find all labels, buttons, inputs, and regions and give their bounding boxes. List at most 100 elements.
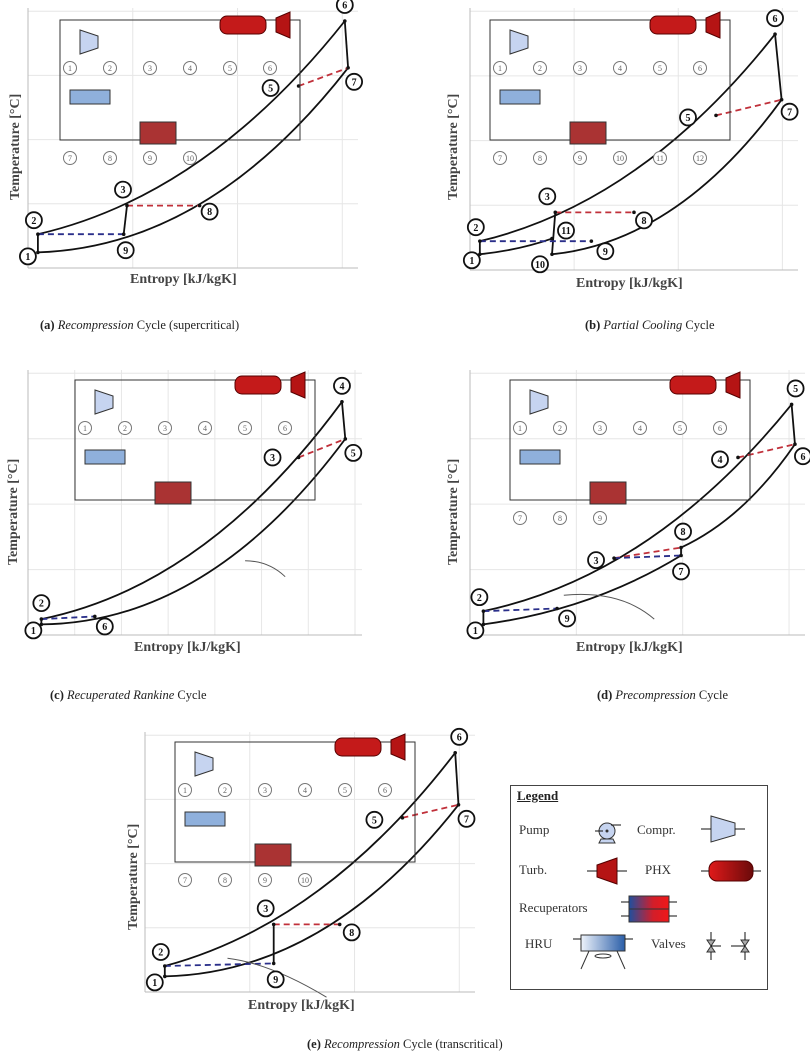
- state-point-label-6-circle: [766, 9, 784, 28]
- process-2-6: [479, 33, 776, 243]
- state-point-label-3-circle: [263, 448, 282, 467]
- state-point-label-9-circle: [558, 609, 577, 628]
- schematic-label-1-text: 1: [83, 424, 87, 433]
- state-point-label-10-circle: [531, 255, 549, 274]
- saturation-dome: [227, 957, 327, 998]
- state-point-label-8-text: 8: [207, 207, 212, 218]
- state-point-marker: [679, 545, 683, 550]
- schematic-label-5-circle: [338, 783, 352, 797]
- state-point-marker: [793, 442, 797, 446]
- schematic-label-9-text: 9: [598, 514, 602, 523]
- state-point-label-5-circle: [679, 108, 697, 127]
- caption-letter: (e): [307, 1037, 321, 1051]
- process-2-6: [164, 752, 456, 967]
- hru-icon: [69, 89, 111, 105]
- recuperator-icon: [254, 843, 292, 867]
- schematic-label-5-circle: [653, 61, 667, 75]
- process-2-4: [41, 401, 343, 620]
- state-point-label-4-text: 4: [339, 381, 344, 392]
- recuperator-icon: [589, 481, 627, 505]
- state-point-label-3-circle: [256, 899, 275, 918]
- schematic-label-6-text: 6: [283, 424, 287, 433]
- schematic-label-6-circle: [263, 61, 277, 75]
- schematic-label-6-text: 6: [268, 64, 272, 73]
- state-point-label-7-circle: [457, 809, 476, 828]
- schematic-label-7-circle: [493, 151, 507, 165]
- state-point-label-4-circle: [711, 450, 729, 469]
- schematic-label-5-circle: [223, 61, 237, 75]
- schematic-label-3-text: 3: [163, 424, 167, 433]
- state-point-label-7-circle: [345, 72, 364, 91]
- state-point-marker: [714, 113, 718, 118]
- schematic-label-6-text: 6: [718, 424, 722, 433]
- schematic-label-3-circle: [573, 61, 587, 75]
- state-point-marker: [125, 203, 129, 208]
- state-point-label-3-text: 3: [545, 192, 550, 203]
- saturation-dome: [563, 594, 655, 620]
- schematic-label-7-circle: [63, 151, 77, 165]
- schematic-label-5-circle: [673, 421, 687, 435]
- state-point-marker: [456, 803, 461, 807]
- schematic-label-9-text: 9: [263, 876, 267, 885]
- recuperation-3-7: [614, 554, 682, 560]
- schematic-label-2-circle: [533, 61, 547, 75]
- legend-label-valves: Valves: [651, 936, 686, 951]
- schematic-label-6-text: 6: [698, 64, 702, 73]
- turbine-icon: [725, 371, 741, 399]
- recuperation-5-7: [715, 98, 782, 117]
- state-point-marker: [632, 210, 636, 215]
- schematic-label-1-text: 1: [498, 64, 502, 73]
- compressor-icon: [194, 751, 214, 777]
- recuperator-icon: [139, 121, 177, 145]
- state-point-label-4-text: 4: [718, 455, 723, 466]
- saturation-dome: [245, 560, 286, 578]
- schematic-label-3-text: 3: [263, 786, 267, 795]
- state-point-label-3-circle: [114, 180, 132, 199]
- state-point-marker: [779, 97, 784, 102]
- recuperation-2-6: [41, 615, 95, 620]
- state-point-label-1-circle: [18, 247, 37, 266]
- state-point-marker: [478, 239, 482, 243]
- schematic-label-9-circle: [573, 151, 587, 165]
- schematic-label-8-text: 8: [558, 514, 562, 523]
- state-point-marker: [736, 455, 740, 460]
- schematic-label-6-circle: [693, 61, 707, 75]
- state-point-label-7-text: 7: [352, 77, 357, 88]
- state-point-marker: [453, 751, 458, 755]
- schematic-label-5-text: 5: [658, 64, 662, 73]
- process-10-3: [551, 212, 557, 255]
- schematic-label-4-circle: [613, 61, 627, 75]
- caption-letter: (a): [40, 318, 55, 332]
- state-point-marker: [773, 32, 777, 36]
- schematic-label-4-text: 4: [618, 64, 622, 73]
- legend-label-pump: Pump: [519, 822, 550, 837]
- state-point-marker: [343, 437, 348, 441]
- recuperation-3-8: [613, 546, 682, 560]
- process-1-7: [483, 554, 682, 626]
- state-point-label-1-circle: [24, 621, 43, 640]
- state-point-marker: [39, 617, 44, 621]
- compressor-icon: [701, 815, 745, 843]
- state-point-marker: [163, 974, 167, 979]
- x-axis-label: Entropy [kJ/kgK]: [134, 640, 241, 655]
- state-point-label-1-circle: [462, 251, 481, 270]
- state-point-label-1-circle: [466, 621, 485, 640]
- schematic-label-8-text: 8: [223, 876, 227, 885]
- caption-rest: Cycle (transcritical): [399, 1037, 503, 1051]
- schematic-label-3-circle: [158, 421, 172, 435]
- schematic-label-2-text: 2: [558, 424, 562, 433]
- schematic-label-3-text: 3: [148, 64, 152, 73]
- state-point-label-1-text: 1: [25, 252, 30, 263]
- state-point-label-6-circle: [450, 727, 469, 746]
- state-point-marker: [343, 19, 347, 23]
- caption-rest: Cycle: [682, 318, 715, 332]
- schematic-label-11-text: 11: [656, 154, 664, 163]
- schematic-label-1-circle: [63, 61, 77, 75]
- caption-rest: Cycle: [174, 688, 207, 702]
